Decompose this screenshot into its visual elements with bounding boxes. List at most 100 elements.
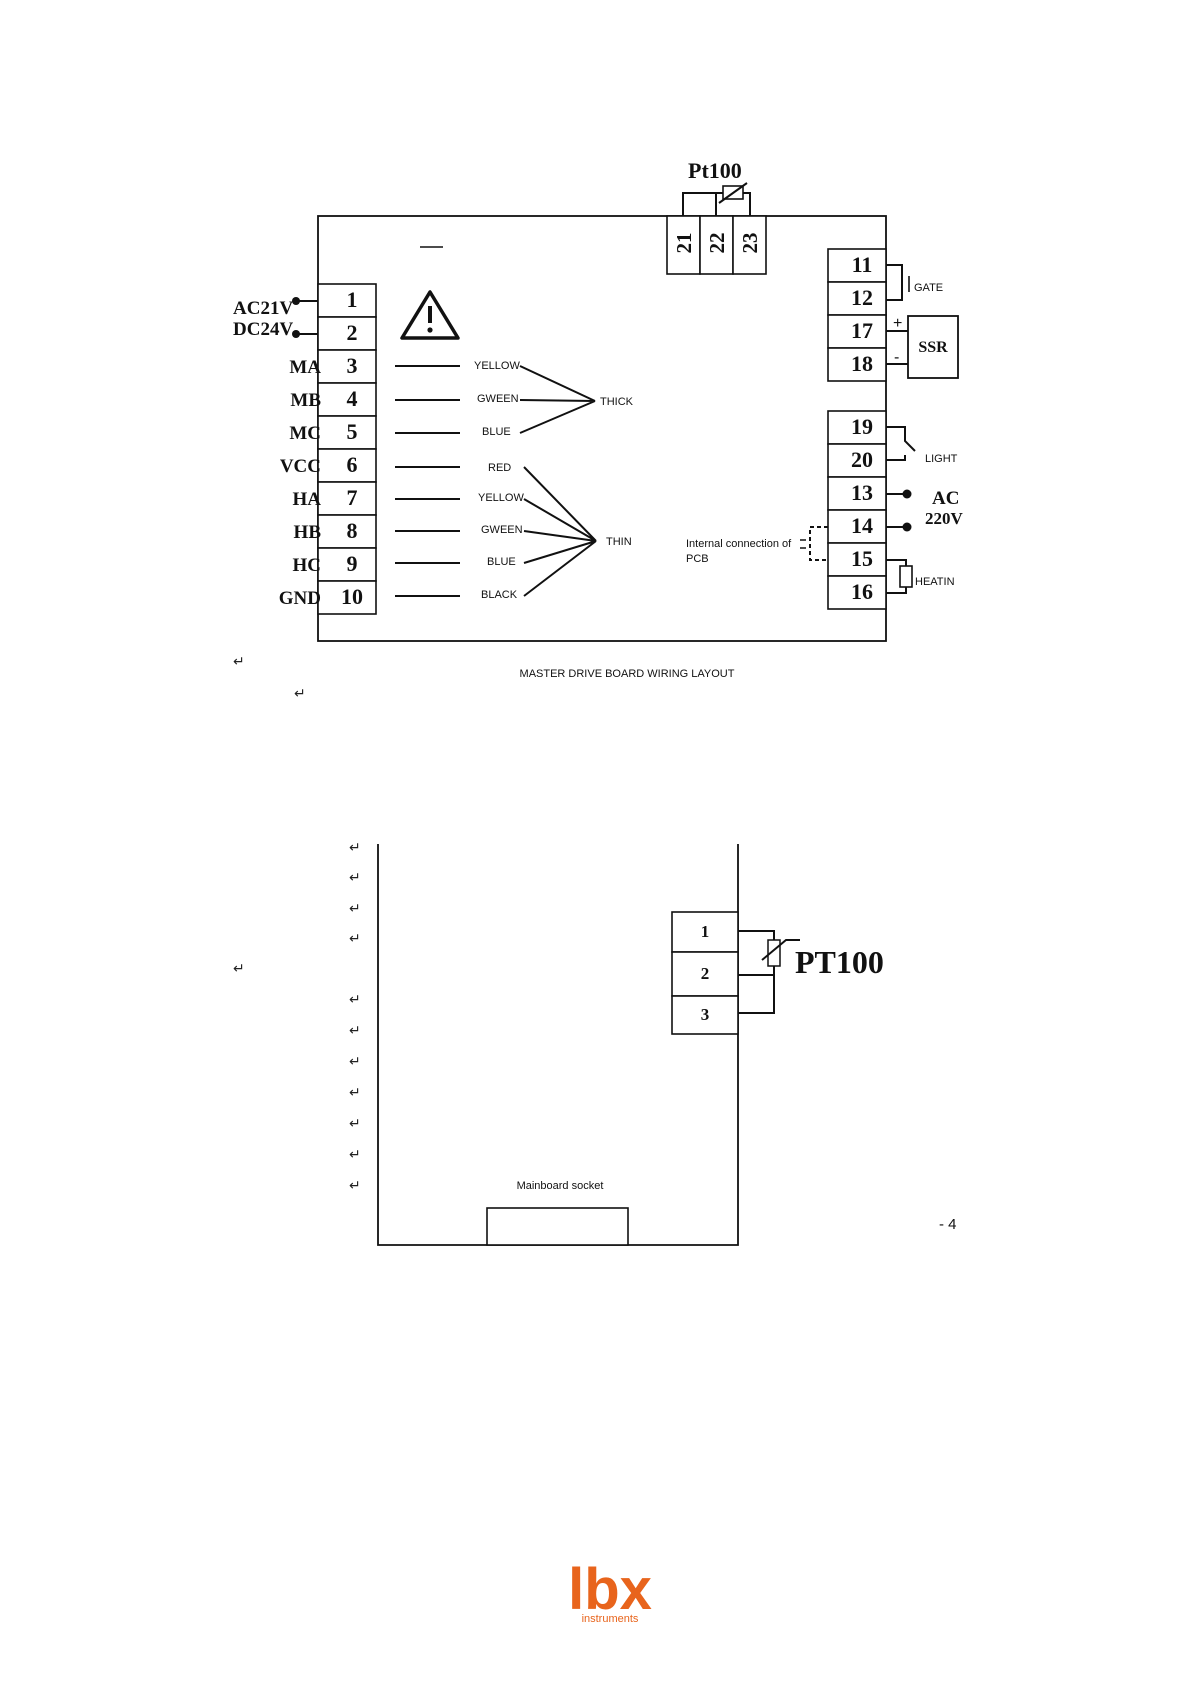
- label-ha: HA: [293, 489, 322, 510]
- terminal-5: [317, 415, 377, 450]
- wire-color-label: GWEEN: [477, 393, 519, 405]
- label-hc: HC: [293, 555, 322, 576]
- terminal-number: 2: [347, 320, 358, 345]
- terminal-number: 19: [851, 414, 873, 439]
- terminal-number: 23: [738, 233, 762, 254]
- terminal-21: [666, 215, 701, 275]
- terminal-7: [317, 481, 377, 516]
- terminal-number: 12: [851, 285, 873, 310]
- terminal-number: 16: [851, 579, 873, 604]
- terminal-2: [317, 316, 377, 351]
- label-gnd: GND: [279, 588, 321, 609]
- wire-color-label: YELLOW: [478, 492, 524, 504]
- terminal-4: [317, 382, 377, 417]
- return-mark: ↵: [349, 1023, 361, 1039]
- label-dc24v: DC24V: [233, 319, 293, 340]
- master-board-outline: [317, 215, 887, 642]
- secondary-board: 1 2 3 PT100 Mainboard socket ↵ ↵ ↵ ↵ ↵ ↵…: [233, 840, 884, 1246]
- terminal-number: 3: [347, 353, 358, 378]
- terminal-number: 20: [851, 447, 873, 472]
- mainboard-socket-label: Mainboard socket: [517, 1180, 604, 1192]
- terminal-number: 13: [851, 480, 873, 505]
- return-mark: ↵: [233, 961, 245, 977]
- return-mark: ↵: [294, 686, 306, 702]
- return-mark: ↵: [349, 1178, 361, 1194]
- ac-220v-label: 220V: [925, 509, 964, 528]
- return-mark: ↵: [349, 1054, 361, 1070]
- terminal-number: 22: [705, 233, 729, 254]
- secondary-pt100-label: PT100: [795, 944, 884, 980]
- internal-connection-label: Internal connection of: [686, 538, 792, 550]
- thin-group-label: THIN: [606, 536, 632, 548]
- left-terminal-labels: AC21V DC24V MA MB MC VCC HA HB HC GND: [233, 297, 321, 609]
- wire-color-label: RED: [488, 462, 511, 474]
- terminal-number: 5: [347, 419, 358, 444]
- wire-group: YELLOW GWEEN BLUE RED YELLOW GWEEN BLUE …: [395, 360, 634, 601]
- terminal-number: 10: [341, 584, 363, 609]
- terminal-number: 21: [672, 233, 696, 254]
- master-drive-board: 1 2 3 4 5 6 7 8 9 10 AC21V DC24V MA MB M…: [233, 158, 964, 702]
- secondary-terminal-2: [671, 951, 739, 997]
- terminal-number: 9: [347, 551, 358, 576]
- terminal-16: [827, 575, 887, 610]
- left-terminal-block: 1 2 3 4 5 6 7 8 9 10: [317, 283, 377, 615]
- terminal-22: [699, 215, 734, 275]
- terminal-number: 15: [851, 546, 873, 571]
- label-mc: MC: [289, 423, 321, 444]
- right-terminal-block-upper: 11 12 17 18 GATE SSR + -: [827, 248, 959, 382]
- return-mark: ↵: [349, 931, 361, 947]
- page-number: - 4: [939, 1216, 957, 1233]
- terminal-number: 8: [347, 518, 358, 543]
- terminal-number: 1: [701, 922, 710, 941]
- gate-label: GATE: [914, 282, 943, 294]
- return-mark: ↵: [349, 870, 361, 886]
- label-hb: HB: [294, 522, 322, 543]
- top-pt100-label: Pt100: [688, 158, 742, 183]
- return-mark: ↵: [349, 992, 361, 1008]
- return-mark: ↵: [349, 901, 361, 917]
- label-vcc: VCC: [280, 456, 321, 477]
- terminal-20: [827, 443, 887, 478]
- terminal-number: 17: [851, 318, 873, 343]
- terminal-10: [317, 580, 377, 615]
- right-terminal-block-lower: 19 20 13 14 15 16 LIGHT AC 220V HEATIN I…: [686, 410, 964, 610]
- thick-group-label: THICK: [600, 396, 634, 408]
- terminal-number: 18: [851, 351, 873, 376]
- return-mark: ↵: [349, 1147, 361, 1163]
- wire-color-label: BLUE: [487, 556, 516, 568]
- terminal-number: 11: [852, 252, 873, 277]
- terminal-11: [827, 248, 887, 283]
- heating-label: HEATIN: [915, 576, 955, 588]
- warning-icon: [400, 290, 460, 340]
- ssr-label: SSR: [918, 339, 948, 356]
- ssr-plus: +: [893, 315, 902, 332]
- master-caption: MASTER DRIVE BOARD WIRING LAYOUT: [520, 668, 735, 680]
- logo-subtitle: instruments: [582, 1613, 639, 1625]
- terminal-18: [827, 347, 887, 382]
- terminal-number: 3: [701, 1005, 710, 1024]
- terminal-6: [317, 448, 377, 483]
- lbx-logo: lbx instruments: [568, 1557, 652, 1625]
- terminal-number: 1: [347, 287, 358, 312]
- return-mark: ↵: [349, 1116, 361, 1132]
- wire-color-label: GWEEN: [481, 524, 523, 536]
- terminal-number: 4: [347, 386, 358, 411]
- secondary-terminal-3: [671, 995, 739, 1035]
- terminal-15: [827, 542, 887, 577]
- terminal-number: 7: [347, 485, 358, 510]
- connection-dot: [902, 489, 912, 499]
- ssr-minus: -: [894, 349, 899, 366]
- terminal-number: 14: [851, 513, 873, 538]
- return-mark: ↵: [233, 654, 245, 670]
- logo-mark: lbx: [568, 1557, 652, 1622]
- label-ac21v: AC21V: [233, 298, 293, 319]
- ac-label: AC: [932, 488, 959, 509]
- wire-color-label: YELLOW: [474, 360, 520, 372]
- connection-dot: [902, 522, 912, 532]
- ssr-box: [907, 315, 959, 379]
- label-mb: MB: [290, 390, 321, 411]
- terminal-number: 6: [347, 452, 358, 477]
- internal-connection-label-pcb: PCB: [686, 553, 709, 565]
- label-ma: MA: [289, 357, 321, 378]
